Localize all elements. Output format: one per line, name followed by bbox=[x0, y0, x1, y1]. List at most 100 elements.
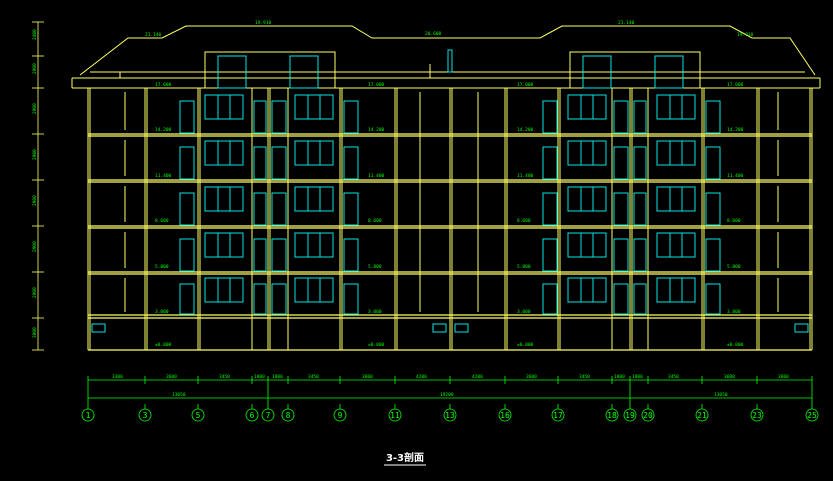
level-l5-1: 14.200 bbox=[368, 127, 385, 133]
left-dim-0: 2400 bbox=[32, 29, 38, 40]
upper-dim-0: 3300 bbox=[112, 374, 123, 380]
svg-text:23: 23 bbox=[752, 411, 762, 420]
upper-dim-8: 4200 bbox=[472, 374, 483, 380]
svg-text:17: 17 bbox=[553, 411, 563, 420]
level-l1-2: 3.000 bbox=[517, 309, 531, 315]
upper-dim-10: 3450 bbox=[579, 374, 590, 380]
level-l4-3: 11.400 bbox=[727, 173, 744, 179]
axis-bubble: 16 bbox=[498, 404, 512, 422]
axis-bubble: 8 bbox=[281, 404, 295, 422]
svg-text:21: 21 bbox=[697, 411, 707, 420]
svg-text:19: 19 bbox=[625, 411, 635, 420]
left-dim-1: 2900 bbox=[32, 63, 38, 74]
upper-dim-3: 1800 bbox=[254, 374, 265, 380]
svg-text:1: 1 bbox=[86, 411, 91, 420]
level-l3-1: 8.600 bbox=[368, 218, 382, 224]
level-l4-0: 11.400 bbox=[155, 173, 172, 179]
axis-bubble: 11 bbox=[388, 404, 402, 422]
svg-text:5: 5 bbox=[196, 411, 201, 420]
axis-bubble: 3 bbox=[138, 404, 152, 422]
level-l1-3: 3.000 bbox=[727, 309, 741, 315]
roof-label-3: 19.910 bbox=[737, 32, 754, 38]
left-dim-7: 3000 bbox=[32, 327, 38, 338]
upper-dim-5: 3450 bbox=[308, 374, 319, 380]
axis-bubble: 19 bbox=[623, 404, 637, 422]
level-l5-0: 14.200 bbox=[155, 127, 172, 133]
floor-3-openings bbox=[179, 186, 721, 226]
upper-dim-11: 1800 bbox=[614, 374, 625, 380]
roof-label-1: 19.910 bbox=[255, 20, 272, 26]
level-roof-0: 17.000 bbox=[155, 82, 172, 88]
level-roof-2: 17.000 bbox=[517, 82, 534, 88]
svg-text:3: 3 bbox=[143, 411, 148, 420]
lower-dim-1: 19200 bbox=[440, 392, 454, 398]
level-l3-2: 8.600 bbox=[517, 218, 531, 224]
level-l2-2: 5.800 bbox=[517, 264, 531, 270]
floor-5-openings bbox=[179, 94, 721, 134]
upper-dim-2: 3450 bbox=[219, 374, 230, 380]
floor-4-openings bbox=[179, 140, 721, 180]
upper-dim-7: 4200 bbox=[416, 374, 427, 380]
upper-dim-4: 1800 bbox=[272, 374, 283, 380]
axis-bubbles: 1 3 5 6 7 8 9 11 13 16 17 18 19 20 21 23… bbox=[81, 404, 819, 422]
left-dim-5: 2900 bbox=[32, 241, 38, 252]
level-l3-0: 8.600 bbox=[155, 218, 169, 224]
upper-dim-9: 3600 bbox=[526, 374, 537, 380]
upper-dim-6: 3600 bbox=[362, 374, 373, 380]
svg-text:8: 8 bbox=[286, 411, 291, 420]
level-ground-1: ±0.000 bbox=[368, 342, 385, 348]
left-dim-4: 2900 bbox=[32, 195, 38, 206]
level-labels: 17.000 17.000 17.000 17.000 14.200 14.20… bbox=[155, 82, 744, 348]
left-dim-3: 2900 bbox=[32, 149, 38, 160]
axis-bubble: 5 bbox=[191, 404, 205, 422]
upper-dim-15: 3600 bbox=[778, 374, 789, 380]
axis-bubble: 17 bbox=[551, 404, 565, 422]
upper-dim-14: 3600 bbox=[724, 374, 735, 380]
level-l2-1: 5.800 bbox=[368, 264, 382, 270]
level-l5-3: 14.200 bbox=[727, 127, 744, 133]
svg-text:11: 11 bbox=[390, 411, 400, 420]
level-ground-0: ±0.000 bbox=[155, 342, 172, 348]
level-l2-0: 5.800 bbox=[155, 264, 169, 270]
roof-label-0: 21.140 bbox=[145, 32, 162, 38]
level-ground-3: ±0.000 bbox=[727, 342, 744, 348]
level-l5-2: 14.200 bbox=[517, 127, 534, 133]
axis-bubble: 21 bbox=[695, 404, 709, 422]
level-l1-1: 3.000 bbox=[368, 309, 382, 315]
level-l3-3: 8.600 bbox=[727, 218, 741, 224]
level-l2-3: 5.800 bbox=[727, 264, 741, 270]
level-l4-1: 11.400 bbox=[368, 173, 385, 179]
roof-label-2: 21.140 bbox=[618, 20, 635, 26]
axis-bubble: 1 bbox=[81, 404, 95, 422]
svg-text:7: 7 bbox=[266, 411, 271, 420]
level-roof-1: 17.000 bbox=[368, 82, 385, 88]
level-ground-2: ±0.000 bbox=[517, 342, 534, 348]
axis-bubble: 9 bbox=[333, 404, 347, 422]
bottom-dimension-chains: 3300 3600 3450 1800 1800 3450 3600 4200 … bbox=[87, 374, 813, 404]
upper-dim-13: 3450 bbox=[668, 374, 679, 380]
svg-text:20: 20 bbox=[643, 411, 653, 420]
axis-bubble: 23 bbox=[750, 404, 764, 422]
upper-dim-1: 3600 bbox=[166, 374, 177, 380]
level-l4-2: 11.400 bbox=[517, 173, 534, 179]
ridge-label: 20.600 bbox=[425, 31, 442, 37]
axis-bubble: 25 bbox=[805, 404, 819, 422]
openings bbox=[91, 94, 809, 333]
svg-text:25: 25 bbox=[807, 411, 817, 420]
upper-dim-12: 1800 bbox=[632, 374, 643, 380]
svg-text:13: 13 bbox=[445, 411, 455, 420]
level-l1-0: 3.000 bbox=[155, 309, 169, 315]
axis-bubble: 18 bbox=[605, 404, 619, 422]
level-roof-3: 17.000 bbox=[727, 82, 744, 88]
svg-text:18: 18 bbox=[607, 411, 617, 420]
svg-text:6: 6 bbox=[250, 411, 255, 420]
walls bbox=[87, 88, 813, 350]
lower-dim-0: 13050 bbox=[172, 392, 186, 398]
roof: 21.140 19.910 20.600 21.140 19.910 bbox=[71, 20, 821, 89]
axis-bubble: 13 bbox=[443, 404, 457, 422]
left-dim-6: 2900 bbox=[32, 287, 38, 298]
axis-bubble: 20 bbox=[641, 404, 655, 422]
left-dim-2: 2900 bbox=[32, 103, 38, 114]
floor-1-openings bbox=[179, 277, 721, 315]
svg-text:9: 9 bbox=[338, 411, 343, 420]
